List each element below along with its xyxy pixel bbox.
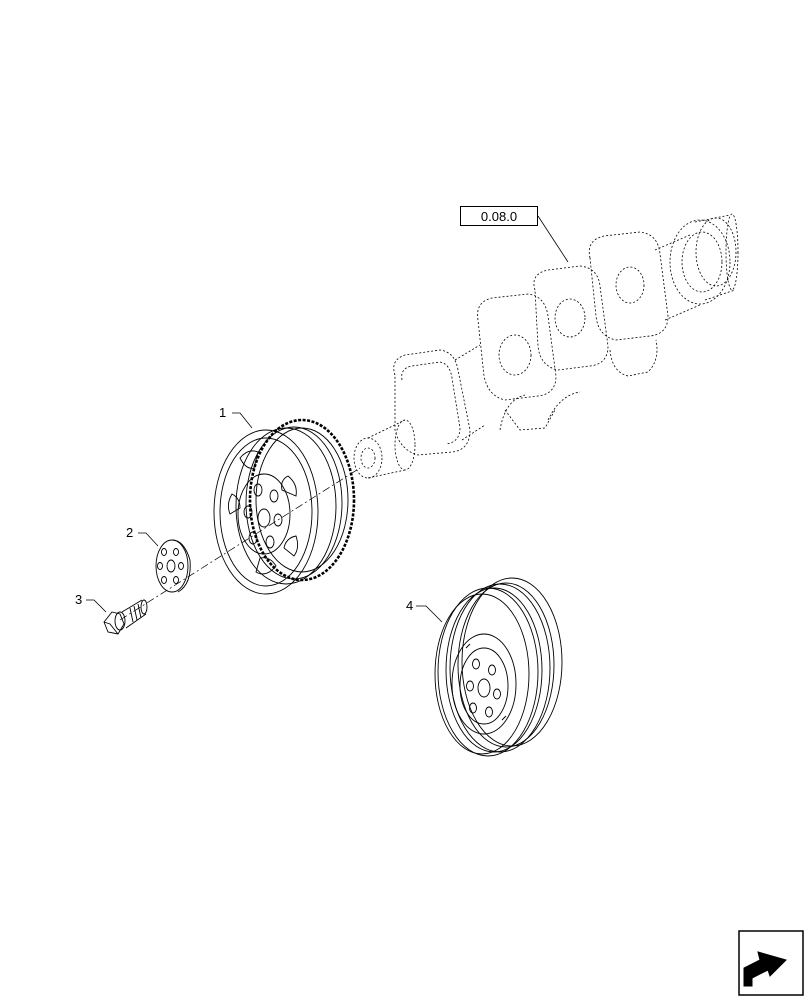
reference-label: 0.08.0: [480, 208, 518, 224]
grooved-pulley: [434, 577, 563, 757]
assembly-axis-line: [119, 467, 361, 621]
callout-2: 2: [126, 525, 134, 540]
next-page-button[interactable]: [738, 930, 804, 996]
callout-1: 1: [219, 405, 227, 420]
clamp-washer: [155, 539, 191, 593]
flange-bolt: [103, 599, 148, 635]
next-page-arrow-icon: [738, 930, 804, 996]
callout-4: 4: [406, 598, 414, 613]
toothed-damper-pulley: [213, 418, 356, 595]
reference-label-box[interactable]: 0.08.0: [460, 206, 538, 226]
callout-3: 3: [75, 592, 83, 607]
leader-lines: [86, 215, 569, 623]
crankshaft-phantom: [353, 213, 739, 479]
